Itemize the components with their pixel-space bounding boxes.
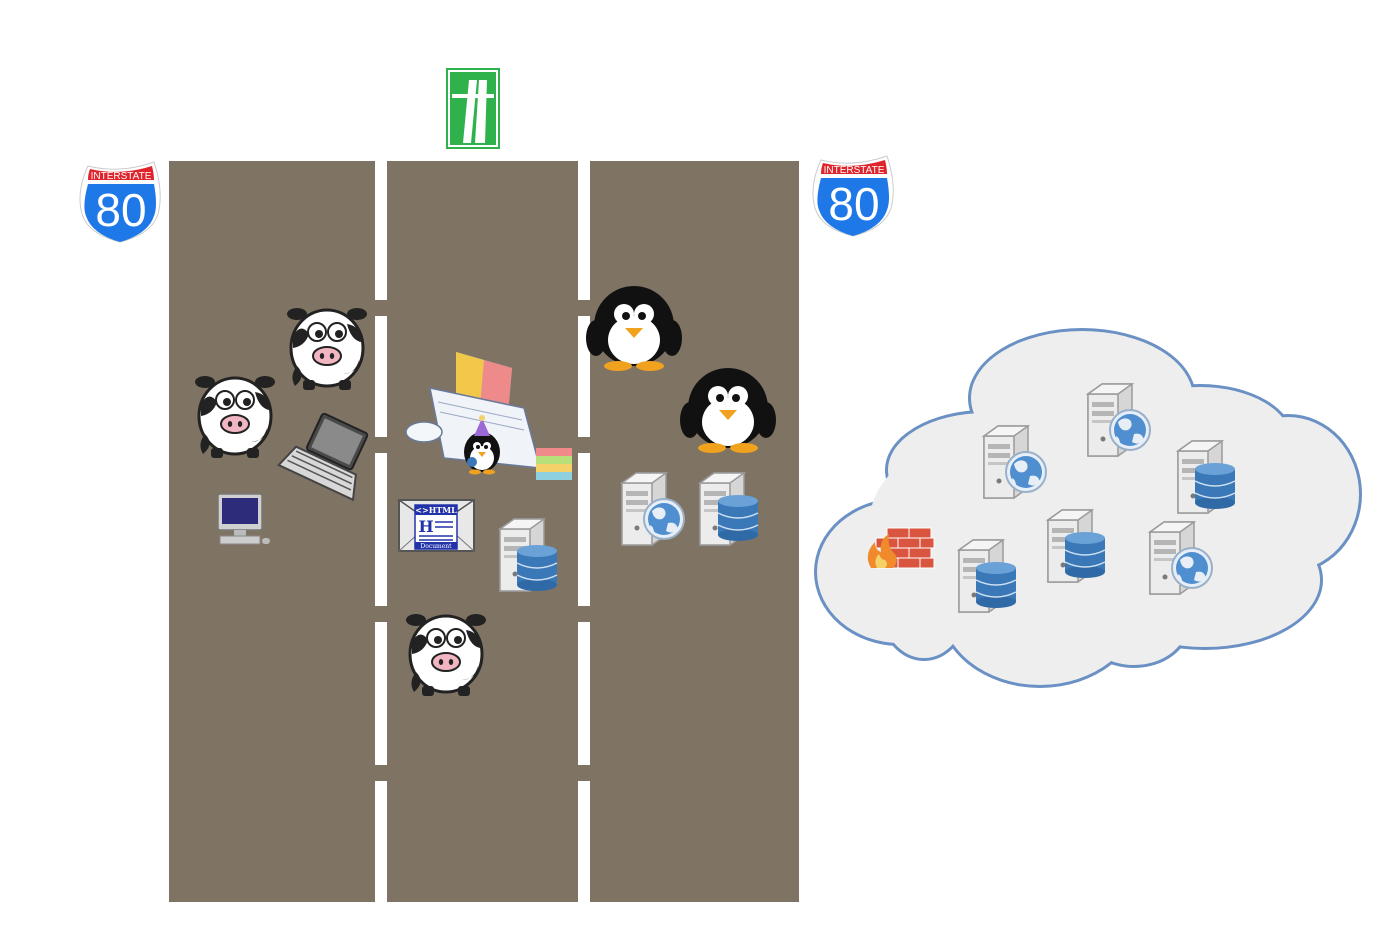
document-tag: <>HTML: [415, 505, 457, 515]
desktop-computer-icon: [217, 493, 270, 545]
html-document-icon: <>HTML H Document: [398, 499, 475, 552]
document-footer: Document: [420, 543, 452, 550]
interstate-shield-icon: INTERSTATE 80: [812, 155, 894, 237]
shield-label: INTERSTATE: [91, 171, 152, 182]
highway-road: [169, 161, 799, 902]
shield-number: 80: [95, 184, 146, 236]
lane-markings: [375, 161, 590, 902]
laptop-icon: [276, 412, 369, 502]
party-penguin-icon: [405, 352, 572, 480]
shield-number: 80: [828, 178, 879, 230]
firewall-icon: [867, 527, 935, 569]
interstate-shield-icon: INTERSTATE 80: [79, 161, 161, 243]
shield-label: INTERSTATE: [824, 165, 885, 176]
cloud-icon: [814, 328, 1362, 688]
motorway-sign-icon: [446, 68, 500, 149]
document-heading: H: [418, 517, 433, 536]
